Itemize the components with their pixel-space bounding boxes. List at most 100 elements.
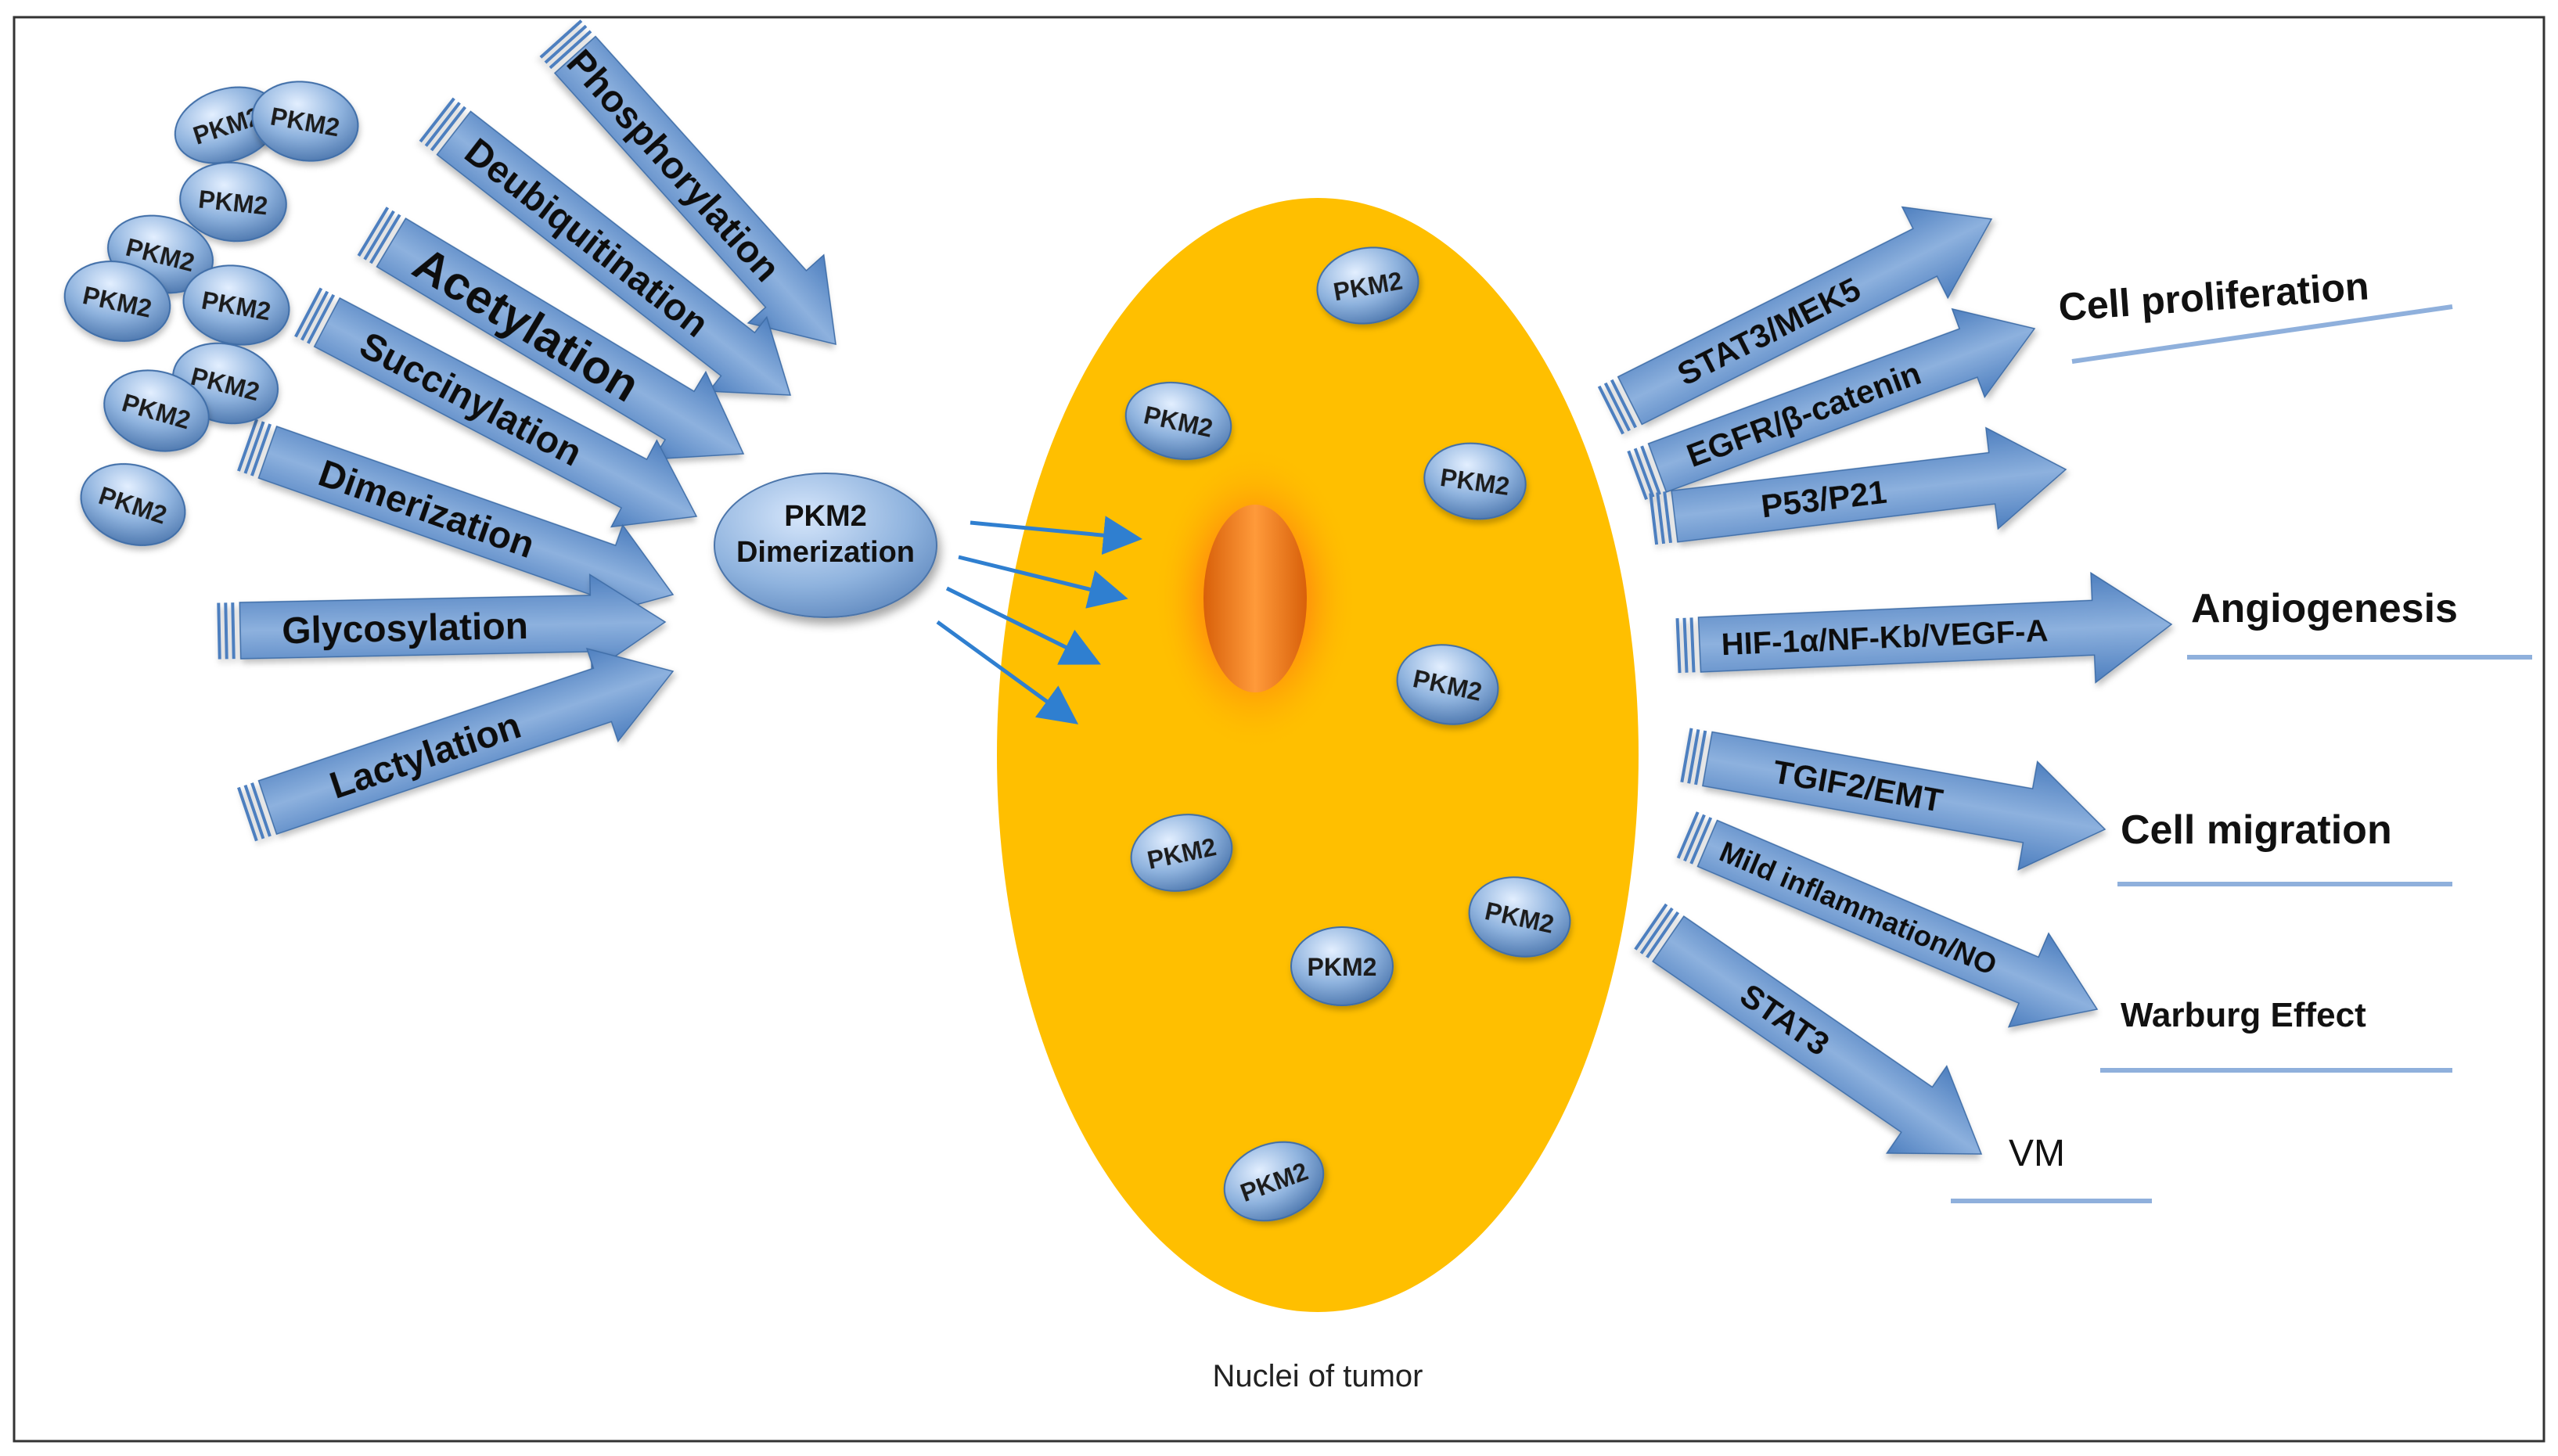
dimerization-label-line2: Dimerization <box>736 536 915 569</box>
pkm2-shape <box>1316 246 1419 325</box>
arrow-body <box>1647 307 2036 493</box>
arrow-body <box>1702 731 2106 871</box>
arrow-tail-stripe <box>1683 814 1706 862</box>
pathway-arrows: STAT3/MEK5EGFR/β-cateninP53/P21HIF-1α/NF… <box>1597 206 2173 1155</box>
arrow-tail-stripe <box>419 97 455 143</box>
arrow-tail-stripe <box>363 210 395 261</box>
pkm2-shape <box>1130 814 1233 892</box>
arrow-tail-stripe <box>1610 379 1638 429</box>
pkm2-shape <box>1468 876 1571 958</box>
arrow-tail-stripe <box>243 784 265 839</box>
arrow-tail-stripe <box>1649 493 1659 545</box>
tumor-nucleus <box>997 198 1639 1312</box>
pkm2-oval: PKM2 <box>1468 876 1571 958</box>
arrow-tail-stripe <box>1694 730 1707 786</box>
pkm2-oval: PKM2 <box>63 261 171 342</box>
outcome-warburg-effect: Warburg Effect <box>2121 996 2366 1034</box>
arrow-tail-stripe <box>1640 445 1661 495</box>
outcome-angiogenesis: Angiogenesis <box>2191 586 2458 631</box>
arrow-tail-stripe <box>1680 728 1693 783</box>
pkm2-shape <box>179 161 287 243</box>
pkm2-shape <box>1223 1141 1325 1222</box>
nucleus-caption: Nuclei of tumor <box>1213 1359 1423 1393</box>
pkm2-shape <box>63 261 171 342</box>
pkm2-oval: PKM2 <box>107 214 214 294</box>
arrow-body <box>313 297 698 528</box>
pathway-arrow-3: HIF-1α/NF-Kb/VEGF-A <box>1675 571 2173 684</box>
pkm2-shape <box>1290 926 1394 1006</box>
outcome-vm: VM <box>2009 1133 2065 1174</box>
arrow-tail-stripe <box>306 293 336 344</box>
arrow-tail-stripe <box>300 290 329 341</box>
arrow-tail-stripe <box>1627 450 1648 501</box>
entry-arrow <box>970 516 1142 555</box>
arrow-tail-stripe <box>1646 911 1680 958</box>
arrow-body <box>376 218 745 460</box>
arrow-tail-stripe <box>217 602 221 660</box>
arrow-tail-stripe <box>1597 385 1624 435</box>
pkm2-shape <box>251 81 359 162</box>
pkm2-oval: PKM2 <box>251 81 359 162</box>
pkm2-shape <box>1423 442 1527 520</box>
arrow-tail-stripe <box>243 421 265 474</box>
pathway-arrow-2: P53/P21 <box>1649 426 2067 545</box>
arrow-body <box>1652 915 1983 1155</box>
arrow-body <box>257 647 675 836</box>
arrow-body <box>1696 819 2099 1028</box>
pkm2-oval: PKM2 <box>80 463 186 546</box>
pkm2-oval: PKM2 <box>1316 246 1419 325</box>
arrow-tail-stripe <box>1663 491 1672 544</box>
arrow-tail-stripe <box>237 786 258 842</box>
pkm2-shape <box>103 369 210 452</box>
arrow-tail-stripe <box>1633 448 1655 498</box>
arrow-tail-stripe <box>1676 811 1700 859</box>
arrow-tail-stripe <box>424 102 461 147</box>
arrow-tail-stripe <box>250 423 272 476</box>
pkm2-oval: PKM2 <box>174 86 280 164</box>
pkm2-dimerization-node <box>714 473 937 618</box>
outcomes: Cell proliferation Angiogenesis Cell mig… <box>1951 264 2532 1203</box>
arrow-tail-stripe <box>549 30 592 70</box>
pkm2-oval: PKM2 <box>103 369 210 452</box>
arrow-tail-stripe <box>231 602 236 660</box>
arrow-tail-stripe <box>544 24 588 64</box>
nucleolus <box>1203 505 1307 692</box>
arrow-tail-stripe <box>1687 729 1700 784</box>
pkm2-shape <box>1124 381 1232 461</box>
arrow-body <box>1671 426 2067 543</box>
nuclear-entry-arrows <box>936 516 1142 724</box>
arrow-tail-stripe <box>250 782 272 837</box>
modification-arrow-glycosylation-label: Glycosylation <box>282 606 529 652</box>
arrow-tail-stripe <box>369 214 401 264</box>
arrow-tail-stripe <box>539 20 583 59</box>
pkm2-oval: PKM2 <box>1223 1141 1325 1222</box>
arrow-tail-stripe <box>1603 382 1631 432</box>
arrow-body <box>553 35 836 345</box>
arrow-body <box>436 110 792 396</box>
outcome-underline <box>2071 304 2453 364</box>
pkm2-label: PKM2 <box>1308 953 1377 981</box>
entry-arrow <box>945 586 1101 665</box>
arrow-tail-stripe <box>1689 617 1696 673</box>
arrow-tail-stripe <box>357 207 390 257</box>
arrow-body <box>1617 206 1993 426</box>
modification-arrow-glycosylation: Glycosylation <box>217 573 667 674</box>
pkm2-shape <box>1396 644 1499 725</box>
pkm2-oval: PKM2 <box>1423 442 1527 520</box>
arrow-tail-stripe <box>1639 907 1674 954</box>
arrow-tail-stripe <box>1675 618 1682 674</box>
dimerization-label-line1: PKM2 <box>784 500 867 533</box>
arrow-body <box>239 573 667 674</box>
pkm2-oval: PKM2 <box>1290 926 1394 1006</box>
entry-arrow <box>958 555 1128 609</box>
entry-arrow <box>936 620 1079 724</box>
arrow-tail-stripe <box>430 106 466 152</box>
arrow-tail-stripe <box>1682 617 1689 673</box>
arrow-tail-stripe <box>1689 817 1713 865</box>
arrow-tail-stripe <box>1634 903 1668 951</box>
arrow-tail-stripe <box>237 419 259 472</box>
pkm2-oval: PKM2 <box>1124 381 1232 461</box>
arrow-tail-stripe <box>1656 492 1666 545</box>
